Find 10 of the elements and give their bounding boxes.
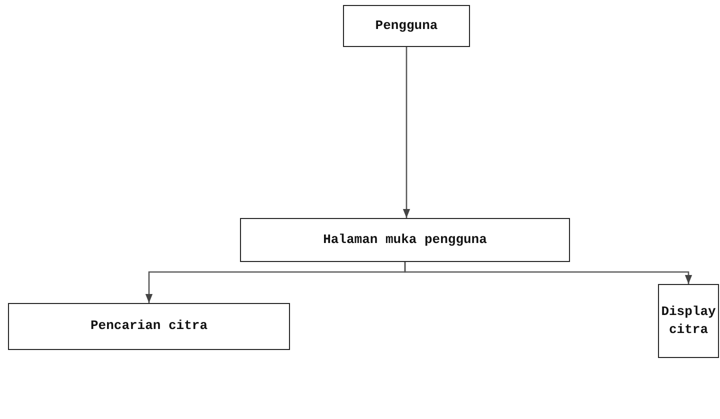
process-box <box>240 218 570 262</box>
process-box <box>658 284 719 358</box>
process-box <box>343 5 470 47</box>
process-box <box>8 303 290 350</box>
arrow <box>402 47 410 218</box>
arrow <box>404 262 692 284</box>
node-label: Pengguna <box>375 16 438 35</box>
node-label: Pencarian citra <box>90 317 208 336</box>
node-label: Halaman muka pengguna <box>323 230 487 249</box>
node-label: Display citra <box>660 302 717 339</box>
